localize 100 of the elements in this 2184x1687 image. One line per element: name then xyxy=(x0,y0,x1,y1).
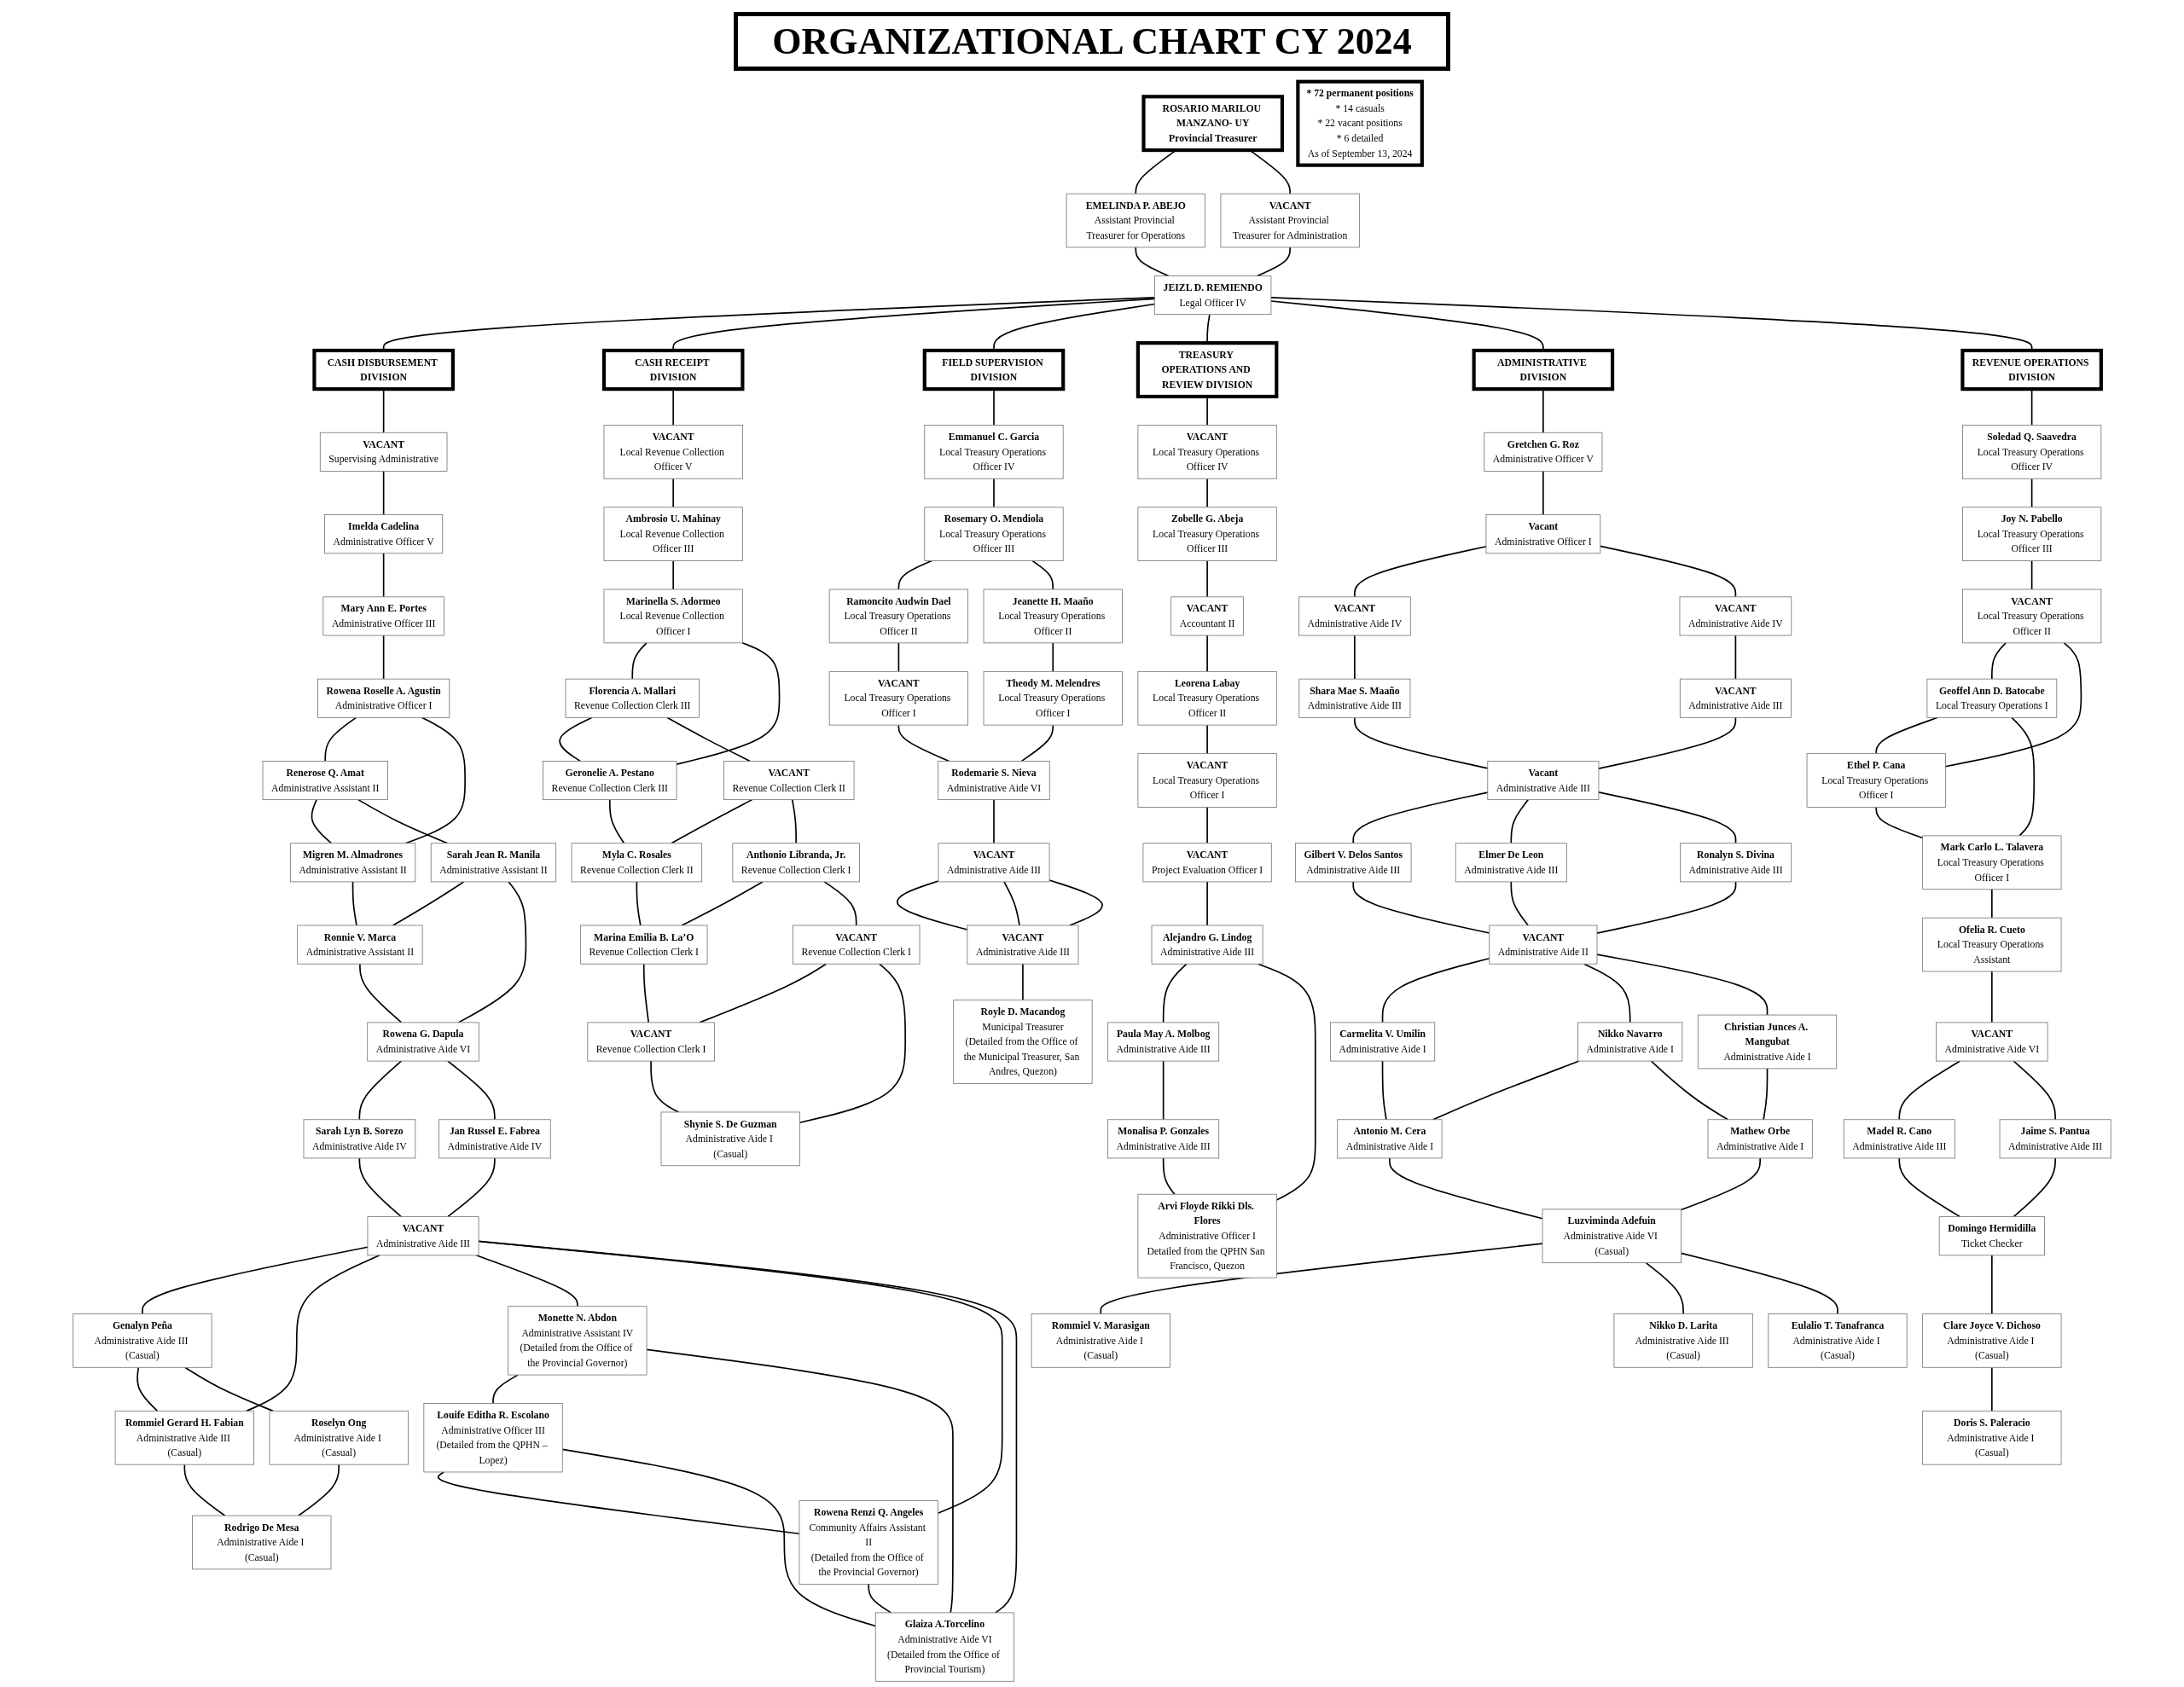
connector xyxy=(1734,635,1737,680)
node-box: VACANT Project Evaluation Officer I xyxy=(1142,843,1272,883)
node-box: Sarah Lyn B. Sorezo Administrative Aide IV xyxy=(303,1119,416,1159)
connector xyxy=(1352,791,1489,844)
node-box: Jan Russel E. Fabrea Administrative Aide IV xyxy=(439,1119,551,1159)
node-box: Christian Junces A. Mangubat Administrative Aide I xyxy=(1697,1014,1838,1070)
connector xyxy=(1206,635,1208,673)
connector xyxy=(1135,246,1170,277)
node-box: Ramoncito Audwin Dael Local Treasury Operations Officer II xyxy=(828,588,969,644)
node-box: Luzviminda Adefuin Administrative Aide VI (Casual) xyxy=(1542,1209,1682,1264)
connector xyxy=(1898,1060,1961,1121)
connector xyxy=(2011,716,2036,837)
node-box: Gilbert V. Delos Santos Administrative Aide III xyxy=(1295,843,1412,883)
node-box: ADMINISTRATIVE DIVISION xyxy=(1472,348,1615,391)
node-box: FIELD SUPERVISION DIVISION xyxy=(922,348,1066,391)
connector xyxy=(1875,806,1924,839)
node-box: Domingo Hermidilla Ticket Checker xyxy=(1938,1216,2045,1256)
connector xyxy=(1650,1060,1729,1121)
node-box: * 72 permanent positions * 14 casuals * 22 vacant positions * 6 detailed As of September 13, 2024 xyxy=(1296,79,1424,167)
connector xyxy=(681,881,764,926)
node-box: Mark Carlo L. Talavera Local Treasury Operations Officer I xyxy=(1922,835,2062,890)
connector xyxy=(868,1583,892,1614)
connector xyxy=(1944,642,2082,768)
node-box: Paula May A. Molbog Administrative Aide III xyxy=(1107,1022,1220,1062)
node-box: Rosemary O. Mendiola Local Treasury Operations Officer III xyxy=(924,507,1064,561)
connector xyxy=(351,881,357,926)
connector xyxy=(672,478,675,508)
node-box: VACANT Local Treasury Operations Officer I xyxy=(828,670,969,726)
connector xyxy=(1020,724,1054,762)
connector xyxy=(676,642,781,765)
connector xyxy=(1162,963,1188,1023)
connector xyxy=(142,1246,369,1315)
connector xyxy=(642,963,650,1023)
connector xyxy=(358,1157,403,1218)
node-box: Sarah Jean R. Manila Administrative Assistant II xyxy=(430,843,557,883)
connector xyxy=(478,1240,1018,1614)
connector xyxy=(1991,642,2007,680)
connector xyxy=(1599,545,1737,598)
node-box: Louife Editha R. Escolano Administrative Officer III (Detailed from the QPHN – Lopez) xyxy=(423,1403,563,1473)
connector xyxy=(1991,971,1993,1023)
connector xyxy=(492,1374,519,1405)
node-box: Geoffel Ann D. Batocabe Local Treasury Operations I xyxy=(1926,678,2058,718)
node-box: Nikko D. Larita Administrative Aide III (Casual) xyxy=(1613,1313,1753,1368)
node-box: Vacant Administrative Aide III xyxy=(1487,761,1600,801)
connector xyxy=(1052,642,1054,673)
node-box: Nikko Navarro Administrative Aide I xyxy=(1577,1022,1683,1062)
node-box: Ofelia R. Cueto Local Treasury Operations Assistant xyxy=(1922,917,2062,972)
node-box: Ambrosio U. Mahinay Local Revenue Collection Officer III xyxy=(603,507,743,561)
connector xyxy=(1596,881,1737,934)
connector xyxy=(672,559,675,590)
node-box: Gretchen G. Roz Administrative Officer V xyxy=(1484,432,1603,472)
connector xyxy=(1354,635,1356,680)
node-box: Migren M. Almadrones Administrative Assistant II xyxy=(289,843,416,883)
node-box: Glaiza A.Torcelino Administrative Aide VI (Detailed from the Office of Provincial Tourism) xyxy=(874,1612,1015,1682)
node-box: Imelda Cadelina Administrative Officer V xyxy=(324,514,444,554)
node-box: Theody M. Melendres Local Treasury Operations Officer I xyxy=(983,670,1123,726)
node-box: Shara Mae S. Maaño Administrative Aide III xyxy=(1298,678,1411,718)
connector xyxy=(1991,888,1993,919)
connector xyxy=(1162,1157,1176,1196)
node-box: Florencia A. Mallari Revenue Collection Clerk III xyxy=(565,678,700,718)
node-box: VACANT Accountant II xyxy=(1170,596,1244,636)
node-box: Ronalyn S. Divina Administrative Aide III xyxy=(1680,843,1792,883)
node-box: TREASURY OPERATIONS AND REVIEW DIVISION xyxy=(1136,341,1279,399)
node-box: VACANT Revenue Collection Clerk I xyxy=(587,1022,715,1062)
node-box: Genalyn Peña Administrative Aide III (Casual) xyxy=(73,1313,212,1368)
connector xyxy=(1680,1252,1838,1315)
node-box: JEIZL D. REMIENDO Legal Officer IV xyxy=(1154,275,1272,316)
connector xyxy=(1389,1157,1543,1220)
connector xyxy=(184,1366,274,1412)
connector xyxy=(636,881,642,926)
node-box: Alejandro G. Lindog Administrative Aide III xyxy=(1151,925,1263,965)
connector xyxy=(358,1060,403,1121)
connector xyxy=(183,1464,226,1516)
connector xyxy=(437,1471,800,1535)
connector xyxy=(1510,881,1530,926)
node-box: Leorena Labay Local Treasury Operations Officer II xyxy=(1137,670,1277,726)
connector xyxy=(1206,559,1208,598)
connector xyxy=(1432,1060,1580,1121)
connector xyxy=(1763,1068,1769,1121)
node-box: Rowena Roselle A. Agustin Administrative Officer I xyxy=(317,678,450,718)
node-box: VACANT Local Treasury Operations Officer IV xyxy=(1137,425,1277,479)
connector xyxy=(1596,954,1769,1016)
connector xyxy=(1206,881,1208,926)
connector xyxy=(382,552,385,598)
node-box: VACANT Administrative Aide III xyxy=(967,925,1079,965)
connector xyxy=(897,642,900,673)
node-box: Jaime S. Pantua Administrative Aide III xyxy=(1999,1119,2111,1159)
node-box: REVENUE OPERATIONS DIVISION xyxy=(1960,348,2103,391)
connector xyxy=(2013,1060,2056,1121)
connector xyxy=(671,798,753,844)
connector xyxy=(561,1448,877,1627)
node-box: VACANT Administrative Aide III xyxy=(938,843,1050,883)
node-box: Antonio M. Cera Administrative Aide I xyxy=(1337,1119,1443,1159)
node-box: Zobelle G. Abeja Local Treasury Operations Officer III xyxy=(1137,507,1277,561)
connector xyxy=(1031,559,1054,590)
node-box: Joy N. Pabello Local Treasury Operations Officer III xyxy=(1962,507,2102,561)
node-box: Vacant Administrative Officer I xyxy=(1485,514,1601,554)
node-box: VACANT Administrative Aide III xyxy=(367,1216,479,1256)
connector xyxy=(897,880,968,930)
connector xyxy=(1898,1157,1961,1218)
